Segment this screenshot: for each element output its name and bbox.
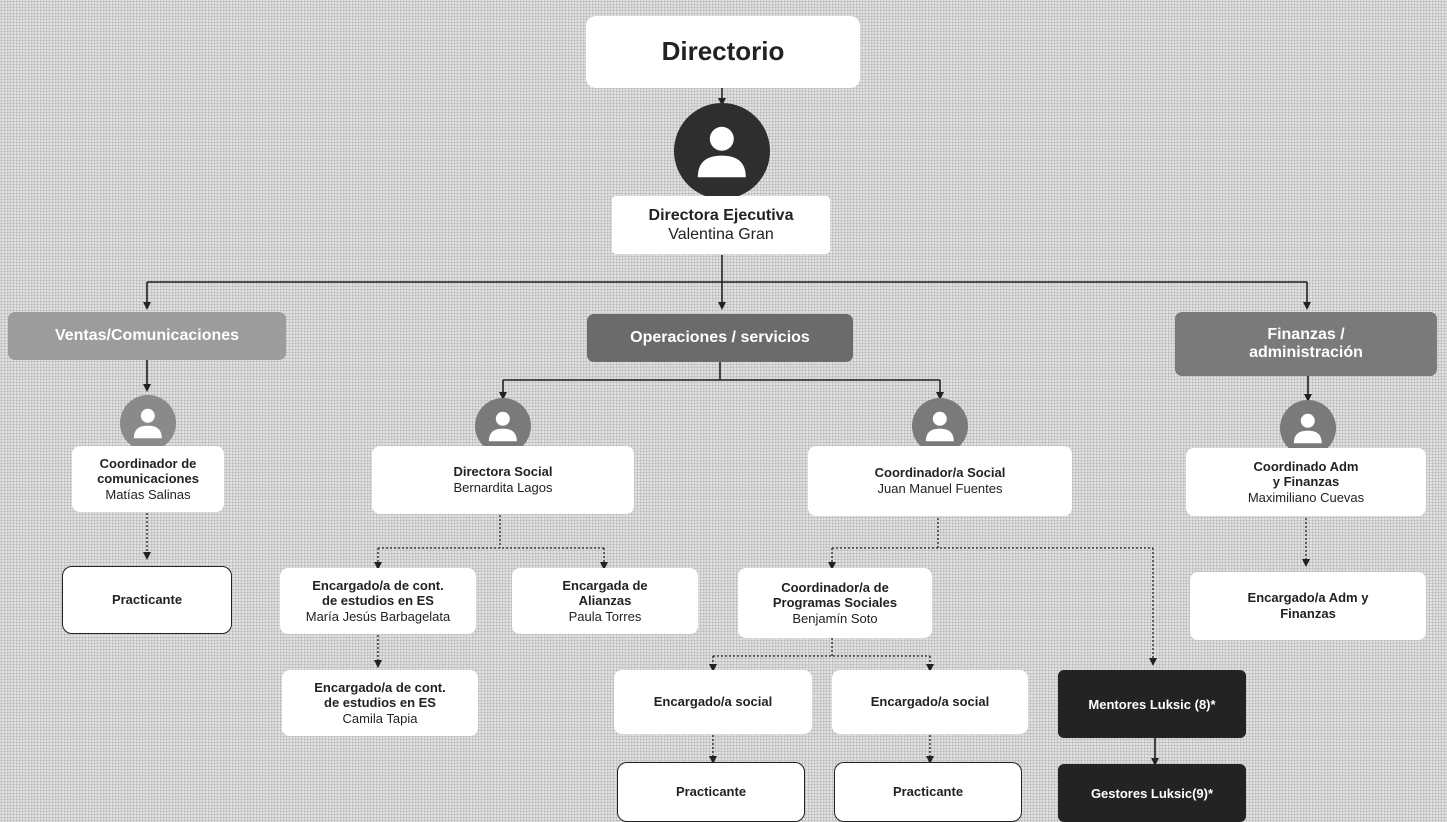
mentores-label: Mentores Luksic (8)* xyxy=(1088,696,1216,712)
person-icon xyxy=(1294,414,1322,444)
dept-operaciones-label: Operaciones / servicios xyxy=(630,328,810,346)
dept-operaciones: Operaciones / servicios xyxy=(587,314,853,362)
coord-adm-role-1: Coordinado Adm xyxy=(1253,458,1359,474)
gestores-box: Gestores Luksic(9)* xyxy=(1058,764,1246,822)
coord-programas-role-1: Coordinador/a de xyxy=(781,579,889,595)
practicante-2-box: Practicante xyxy=(834,762,1022,822)
encargado-cont-1-role-1: Encargado/a de cont. xyxy=(312,577,444,593)
dept-ventas: Ventas/Comunicaciones xyxy=(8,312,286,360)
coord-adm-role-2: y Finanzas xyxy=(1272,474,1340,490)
avatar-directora-social xyxy=(475,398,531,454)
executive-box: Directora Ejecutiva Valentina Gran xyxy=(612,196,830,254)
encargado-adm-role-1: Encargado/a Adm y xyxy=(1247,590,1369,606)
executive-avatar xyxy=(674,103,770,199)
practicante-1-label: Practicante xyxy=(675,784,747,800)
coord-comunicaciones-box: Coordinador de comunicaciones Matías Sal… xyxy=(72,446,224,512)
avatar-coord-comunicaciones xyxy=(120,395,176,451)
coord-social-role: Coordinador/a Social xyxy=(874,465,1006,481)
avatar-coord-adm xyxy=(1280,400,1336,456)
dept-finanzas: Finanzas / administración xyxy=(1175,312,1437,376)
coord-adm-name: Maximiliano Cuevas xyxy=(1247,489,1365,505)
encargada-alianzas-role-2: Alianzas xyxy=(578,593,632,609)
coord-social-name: Juan Manuel Fuentes xyxy=(877,481,1003,496)
mentores-box: Mentores Luksic (8)* xyxy=(1058,670,1246,738)
encargado-cont-2-box: Encargado/a de cont. de estudios en ES C… xyxy=(282,670,478,736)
encargado-cont-2-role-1: Encargado/a de cont. xyxy=(314,679,446,695)
encargado-cont-2-role-2: de estudios en ES xyxy=(324,695,436,711)
coord-social-box: Coordinador/a Social Juan Manuel Fuentes xyxy=(808,446,1072,516)
encargado-social-2-label: Encargado/a social xyxy=(870,694,990,710)
executive-name: Valentina Gran xyxy=(668,226,774,243)
practicante-2-label: Practicante xyxy=(892,784,964,800)
directora-social-name: Bernardita Lagos xyxy=(453,480,553,495)
directorio-title: Directorio xyxy=(661,36,785,67)
encargado-cont-1-role-2: de estudios en ES xyxy=(322,593,434,609)
dept-ventas-label: Ventas/Comunicaciones xyxy=(54,326,240,344)
practicante-ventas-box: Practicante xyxy=(62,566,232,634)
person-icon xyxy=(134,409,162,439)
directora-social-role: Directora Social xyxy=(453,464,553,480)
encargado-social-1-label: Encargado/a social xyxy=(653,694,773,710)
coord-comunicaciones-role-1: Coordinador de xyxy=(99,455,197,471)
encargada-alianzas-box: Encargada de Alianzas Paula Torres xyxy=(512,568,698,634)
person-icon xyxy=(489,412,517,442)
encargado-cont-1-name: María Jesús Barbagelata xyxy=(305,608,451,624)
encargado-adm-box: Encargado/a Adm y Finanzas xyxy=(1190,572,1426,640)
encargada-alianzas-role-1: Encargada de xyxy=(562,577,648,593)
encargado-social-2-box: Encargado/a social xyxy=(832,670,1028,734)
encargado-adm-role-2: Finanzas xyxy=(1280,606,1336,621)
encargada-alianzas-name: Paula Torres xyxy=(568,608,642,624)
coord-programas-name: Benjamín Soto xyxy=(792,610,878,626)
executive-role: Directora Ejecutiva xyxy=(648,206,794,224)
coord-comunicaciones-role-2: comunicaciones xyxy=(97,471,199,487)
coord-programas-box: Coordinador/a de Programas Sociales Benj… xyxy=(738,568,932,638)
directorio-box: Directorio xyxy=(586,16,860,88)
encargado-social-1-box: Encargado/a social xyxy=(614,670,812,734)
directora-social-box: Directora Social Bernardita Lagos xyxy=(372,446,634,514)
encargado-cont-1-box: Encargado/a de cont. de estudios en ES M… xyxy=(280,568,476,634)
person-icon xyxy=(698,127,746,178)
person-icon xyxy=(926,412,954,442)
practicante-ventas-label: Practicante xyxy=(111,592,183,608)
coord-comunicaciones-name: Matías Salinas xyxy=(105,486,191,502)
coord-adm-box: Coordinado Adm y Finanzas Maximiliano Cu… xyxy=(1186,448,1426,516)
gestores-label: Gestores Luksic(9)* xyxy=(1090,785,1214,801)
avatar-coord-social xyxy=(912,398,968,454)
encargado-cont-2-name: Camila Tapia xyxy=(342,710,418,726)
coord-programas-role-2: Programas Sociales xyxy=(772,595,898,611)
dept-finanzas-line1: Finanzas / xyxy=(1267,325,1345,343)
practicante-1-box: Practicante xyxy=(617,762,805,822)
dept-finanzas-line2: administración xyxy=(1249,344,1363,361)
